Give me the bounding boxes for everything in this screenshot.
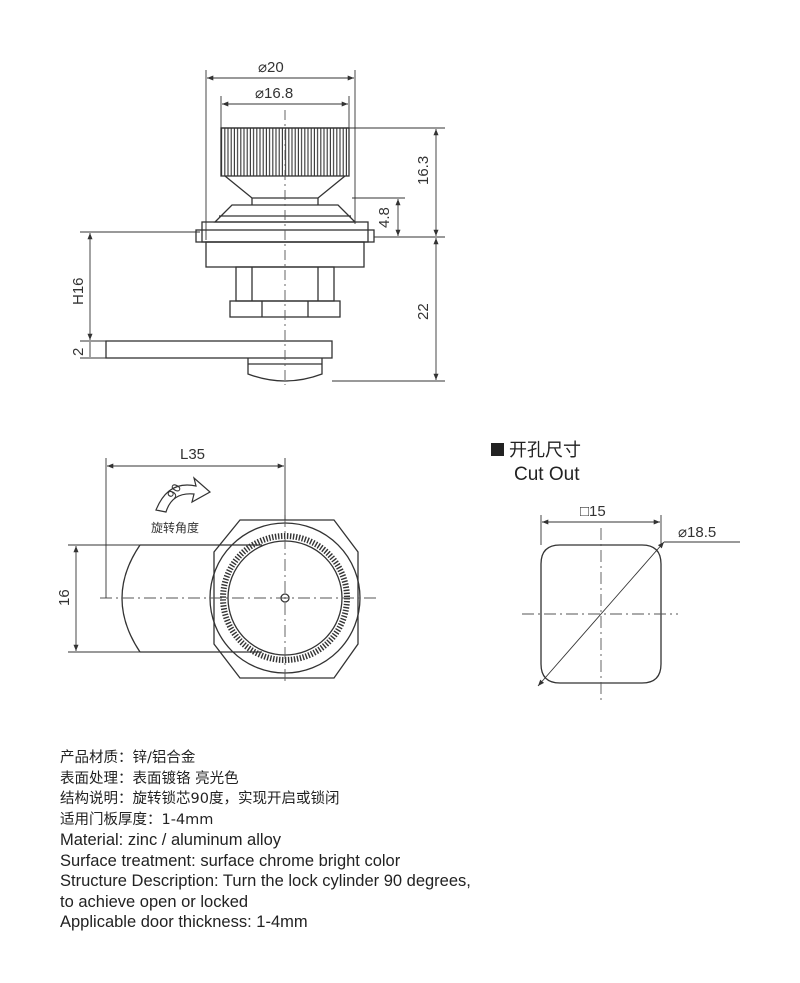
cutout-heading-cn: 开孔尺寸 xyxy=(509,440,581,461)
side-view-dimensions xyxy=(80,70,445,382)
dim-cutout-square: □15 xyxy=(580,503,606,520)
spec-structure-en: Structure Description: Turn the lock cyl… xyxy=(60,872,471,890)
dim-flange-height: 4.8 xyxy=(376,207,393,228)
spec-material-cn: 产品材质：锌/铝合金 xyxy=(60,750,196,766)
spec-structure-en-cont: to achieve open or locked xyxy=(60,892,249,911)
hex-body xyxy=(213,519,359,679)
dim-knob-diameter: ⌀16.8 xyxy=(255,85,293,102)
rotation-arrow-icon: 90 xyxy=(155,476,212,513)
cutout-heading-en: Cut Out xyxy=(514,464,580,485)
cutout-shape xyxy=(522,528,678,700)
square-bullet-icon xyxy=(491,443,504,456)
spec-list: 产品材质：锌/铝合金 表面处理：表面镀铬 亮光色 结构说明：旋转锁芯90度，实现… xyxy=(60,748,760,933)
spec-surface-cn: 表面处理：表面镀铬 亮光色 xyxy=(60,770,239,787)
front-view xyxy=(100,515,380,685)
spec-thickness-cn: 适用门板厚度：1-4mm xyxy=(60,811,214,828)
dim-cam-length: L35 xyxy=(180,446,205,463)
front-view-dimensions xyxy=(68,458,286,653)
dim-cutout-diameter: ⌀18.5 xyxy=(678,524,716,541)
rotation-angle: 90 xyxy=(164,481,184,501)
screw-head xyxy=(247,358,323,382)
side-view xyxy=(105,110,375,385)
dim-h16: H16 xyxy=(70,277,87,305)
spec-surface-en: Surface treatment: surface chrome bright… xyxy=(60,851,401,870)
dim-cam-width: 16 xyxy=(56,589,73,606)
cutout-dimensions xyxy=(537,515,740,687)
dim-outer-diameter: ⌀20 xyxy=(258,59,284,76)
dim-knob-height: 16.3 xyxy=(415,156,432,185)
dim-cam-thickness: 2 xyxy=(70,348,87,356)
spec-structure-cn: 结构说明：旋转锁芯90度，实现开启或锁闭 xyxy=(60,791,340,807)
spec-material-en: Material: zinc / aluminum alloy xyxy=(60,831,281,849)
dim-body-length: 22 xyxy=(415,303,432,320)
spec-thickness-en: Applicable door thickness: 1-4mm xyxy=(60,913,308,931)
rotation-label: 旋转角度 xyxy=(151,520,199,535)
cam-plate xyxy=(105,340,333,359)
